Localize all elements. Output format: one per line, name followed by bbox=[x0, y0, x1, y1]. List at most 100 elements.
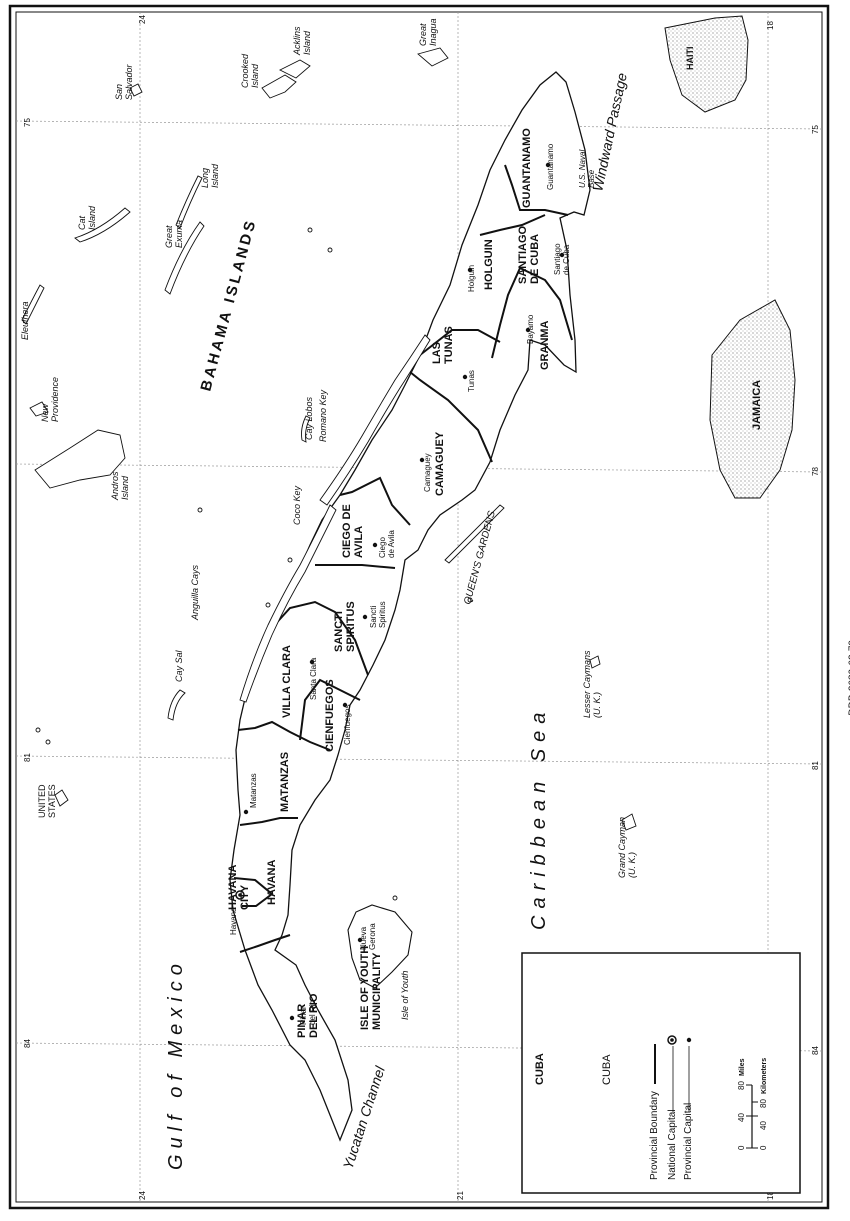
cay-lobos-islet bbox=[301, 415, 311, 443]
keys-and-islets bbox=[21, 47, 637, 901]
andros-island bbox=[34, 429, 126, 489]
label-great-inagua: GreatInagua bbox=[418, 18, 438, 46]
boundary-granma-santiago bbox=[519, 267, 573, 341]
graticule-labels: 24 24 21 18 18 84 84 81 81 78 75 75 bbox=[23, 15, 820, 1200]
province-villa-clara: VILLA CLARA bbox=[281, 645, 293, 718]
province-guantanamo: GUANTANAMO bbox=[521, 128, 533, 208]
province-ciego-de-avila: CIEGO DEAVILA bbox=[341, 504, 365, 558]
islet bbox=[265, 602, 271, 608]
capital-ciego bbox=[372, 542, 378, 548]
province-santiago-de-cuba: SANTIAGODE CUBA bbox=[517, 226, 541, 285]
lesser-caymans-islets bbox=[589, 655, 601, 669]
meridian-81 bbox=[15, 755, 823, 765]
boundary-ciego-camaguey bbox=[339, 476, 411, 526]
islet bbox=[307, 227, 313, 233]
tick-lon-75-left: 75 bbox=[23, 118, 32, 127]
legend-provincial-capital-symbol bbox=[686, 1037, 692, 1043]
label-united-states: UNITEDSTATES bbox=[37, 784, 57, 818]
capital-guantanamo bbox=[545, 162, 551, 168]
city-labels: Havana Pinardel Rio NuevaGerona Matanzas… bbox=[229, 143, 596, 1025]
scale-miles-80: 80 bbox=[737, 1081, 746, 1090]
label-crooked-island: CrookedIsland bbox=[240, 53, 260, 88]
label-great-exuma: GreatExuma bbox=[164, 220, 184, 248]
label-anguilla-cays: Anguilla Cays bbox=[190, 564, 200, 621]
boundary-tunas-holguin bbox=[419, 329, 501, 356]
city-matanzas: Matanzas bbox=[249, 773, 258, 808]
city-sancti-spiritus: SanctiSpiritus bbox=[369, 601, 387, 628]
label-cay-lobos: Cay Lobos bbox=[304, 396, 314, 440]
provincial-boundaries bbox=[233, 164, 573, 953]
long-island-land bbox=[175, 175, 203, 229]
islet bbox=[467, 597, 473, 603]
islet bbox=[35, 727, 41, 733]
province-granma: GRANMA bbox=[539, 320, 551, 370]
tick-lon-84-left: 84 bbox=[23, 1039, 32, 1048]
label-eleuthera: Eleuthera bbox=[20, 301, 30, 340]
acklins-island-land bbox=[278, 59, 311, 79]
united-states-keys bbox=[54, 789, 69, 807]
islet bbox=[45, 739, 51, 745]
legend-subtitle: CUBA bbox=[601, 1054, 613, 1085]
capital-camaguey bbox=[419, 457, 425, 463]
legend-provincial-boundary: Provincial Boundary bbox=[649, 1091, 660, 1180]
tick-lon-84-right: 84 bbox=[811, 1046, 820, 1055]
islet bbox=[392, 895, 398, 901]
capitals bbox=[235, 162, 565, 1021]
label-caribbean-sea: Caribbean Sea bbox=[528, 706, 550, 930]
city-santiago-de-cuba: Santiagode Cuba bbox=[553, 243, 571, 275]
label-san-salvador: SanSalvador bbox=[114, 63, 134, 100]
legend: CUBA CUBA Provincial Boundary National C… bbox=[521, 952, 801, 1194]
province-sancti-spiritus: SANCTISPIRITUS bbox=[333, 601, 357, 652]
cay-sal-bank bbox=[167, 689, 186, 721]
scale-km-80: 80 bbox=[759, 1099, 768, 1108]
jamaica-land bbox=[709, 299, 796, 499]
capital-holguin bbox=[467, 267, 473, 273]
grand-cayman-islet bbox=[621, 813, 637, 831]
city-us-naval-base: U.S. NavalBase bbox=[578, 150, 596, 188]
boundary-holguin-santiago bbox=[479, 214, 546, 236]
map-outer-frame bbox=[8, 4, 830, 1210]
city-tunas: Tunas bbox=[467, 370, 476, 392]
label-romano-key: Romano Key bbox=[318, 389, 328, 442]
boundary-matanzas-villaclara bbox=[237, 720, 331, 751]
scale-miles-label: Miles bbox=[739, 1058, 746, 1076]
label-haiti: HAITI bbox=[685, 47, 695, 71]
city-holguin: Holguin bbox=[467, 265, 476, 292]
capital-santaclara bbox=[309, 659, 315, 665]
scale-miles-40: 40 bbox=[737, 1113, 746, 1122]
tick-lon-78-right: 78 bbox=[811, 467, 820, 476]
capital-cienfuegos bbox=[342, 702, 348, 708]
boundary-pinar-havana bbox=[239, 934, 291, 953]
city-nueva-gerona: NuevaGerona bbox=[359, 923, 377, 950]
tick-lat-21-bottom: 21 bbox=[456, 1191, 465, 1200]
tick-lon-75-right: 75 bbox=[811, 125, 820, 134]
national-capital-havana bbox=[235, 890, 245, 900]
islet bbox=[287, 557, 293, 563]
great-inagua-island bbox=[417, 47, 449, 67]
boundary-sancti-ciego bbox=[315, 564, 396, 569]
province-holguin: HOLGUIN bbox=[483, 239, 495, 290]
capital-tunas bbox=[462, 374, 468, 380]
crooked-island-land bbox=[261, 74, 297, 99]
isle-of-youth-land bbox=[347, 904, 413, 989]
exuma-chain bbox=[164, 221, 205, 295]
legend-national-capital: National Capital bbox=[667, 1109, 678, 1180]
legend-provincial-capital: Provincial Capital bbox=[683, 1103, 694, 1180]
boundary-havana-city bbox=[233, 877, 274, 907]
scale-km-label: Kilometers bbox=[761, 1058, 768, 1094]
city-guantanamo: Guantanamo bbox=[546, 143, 555, 190]
label-jamaica: JAMAICA bbox=[751, 380, 763, 430]
san-salvador-island bbox=[129, 83, 143, 97]
tick-lat-24-top: 24 bbox=[138, 15, 147, 24]
label-queens-gardens: QUEEN'S GARDENS bbox=[462, 510, 498, 606]
city-havana: Havana bbox=[229, 907, 238, 935]
capital-bayamo bbox=[525, 327, 531, 333]
province-havana-city: HAVANACITY bbox=[227, 865, 251, 910]
camaguey-archipelago bbox=[319, 334, 431, 506]
province-matanzas: MATANZAS bbox=[279, 752, 291, 812]
islet bbox=[327, 247, 333, 253]
province-cienfuegos: CIENFUEGOS bbox=[324, 679, 336, 752]
label-long-island: LongIsland bbox=[200, 163, 220, 188]
islet bbox=[197, 507, 203, 513]
